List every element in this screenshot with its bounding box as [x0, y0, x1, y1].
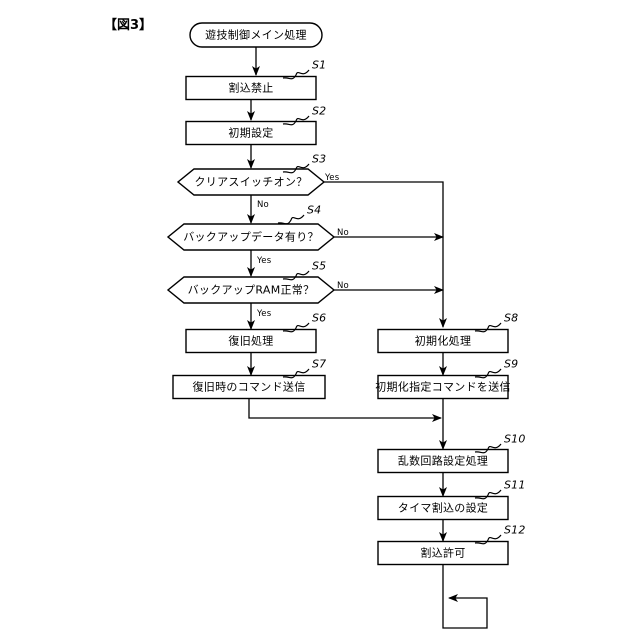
flow-node-label-s7: 復旧時のコマンド送信: [192, 380, 306, 394]
step-leader-s12: [474, 534, 502, 545]
step-leader-s11: [474, 489, 502, 500]
flow-node-label-s6: 復旧処理: [228, 334, 274, 348]
flow-node-label-s1: 割込禁止: [228, 81, 274, 95]
flow-node-s2: [185, 120, 317, 146]
flow-node-label-s4: バックアップデータ有り？: [183, 230, 319, 244]
edge-s3-yes-trunk: [324, 181, 447, 328]
step-leader-s6: [282, 322, 310, 333]
flow-node-label-s12: 割込許可: [420, 546, 466, 560]
step-leader-s10: [474, 443, 502, 454]
step-label-s9: S9: [504, 357, 519, 371]
step-label-s1: S1: [312, 58, 327, 72]
step-label-s8: S8: [504, 311, 519, 325]
edge-label-s4-yes: Yes: [257, 256, 272, 266]
step-label-s2: S2: [312, 104, 327, 118]
edge-s7-join: [248, 399, 442, 422]
flow-node-s4: [166, 223, 336, 251]
step-leader-s2: [282, 115, 310, 126]
step-leader-s7: [282, 368, 310, 379]
step-label-s12: S12: [504, 523, 526, 537]
flow-node-label-s5: バックアップRAM正常？: [187, 283, 315, 297]
flow-node-label-start: 遊技制御メイン処理: [205, 28, 307, 42]
flow-node-s5: [166, 276, 336, 304]
step-label-s3: S3: [312, 152, 327, 166]
step-label-s6: S6: [312, 311, 327, 325]
flow-node-label-s11: タイマ割込の設定: [397, 501, 489, 515]
flow-node-label-s10: 乱数回路設定処理: [397, 454, 489, 468]
edge-label-s5-no: No: [337, 281, 349, 291]
edge-label-s3-no: No: [257, 200, 269, 210]
step-leader-s4: [277, 214, 305, 225]
flow-node-s1: [185, 75, 317, 101]
figure-number-label: 【図3】: [104, 18, 153, 33]
step-label-s11: S11: [504, 478, 526, 492]
step-leader-s3: [282, 163, 310, 174]
step-label-s7: S7: [312, 357, 327, 371]
edge-label-s5-yes: Yes: [257, 309, 272, 319]
step-label-s10: S10: [504, 432, 526, 446]
step-leader-s1: [282, 69, 310, 80]
step-leader-s9: [474, 368, 502, 379]
edge-label-s3-yes: Yes: [325, 173, 340, 183]
flow-node-label-s8: 初期化処理: [414, 334, 472, 348]
step-leader-s8: [474, 322, 502, 333]
flow-node-label-s2: 初期設定: [228, 126, 274, 140]
edge-label-s4-no: No: [337, 228, 349, 238]
step-label-s4: S4: [307, 203, 322, 217]
step-label-s5: S5: [312, 259, 327, 273]
step-leader-s5: [282, 270, 310, 281]
edge-s12-loop: [442, 565, 488, 629]
flow-node-label-s3: クリアスイッチオン？: [194, 175, 308, 189]
flow-node-s3: [176, 168, 326, 196]
flow-node-label-s9: 初期化指定コマンドを送信: [375, 380, 511, 394]
flow-node-s8: [377, 328, 509, 354]
